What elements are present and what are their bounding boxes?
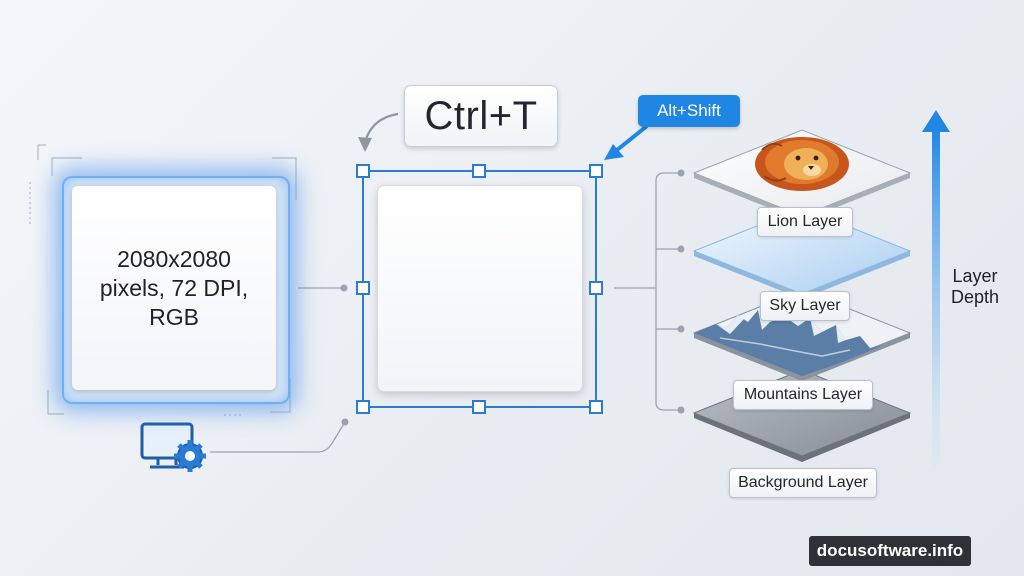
handle-top-middle[interactable]: [472, 164, 486, 178]
mountains-layer-label: Mountains Layer: [733, 380, 873, 410]
canvas-frame-decor: [29, 144, 297, 416]
handle-bottom-left[interactable]: [356, 400, 370, 414]
lion-icon: [755, 137, 849, 191]
connector-dots: [340, 169, 685, 426]
handle-middle-left[interactable]: [356, 281, 370, 295]
handle-bottom-right[interactable]: [589, 400, 603, 414]
curved-arrow-icon: [358, 112, 399, 152]
monitor-settings-icon: [140, 422, 206, 472]
arrow-up-icon: [922, 110, 950, 468]
handle-middle-right[interactable]: [589, 281, 603, 295]
canvas-size-card: 2080x2080 pixels, 72 DPI, RGB: [72, 186, 276, 390]
handle-bottom-middle[interactable]: [472, 400, 486, 414]
handle-top-left[interactable]: [356, 164, 370, 178]
background-layer-label: Background Layer: [729, 468, 877, 498]
connectors: [210, 172, 681, 453]
ctrl-t-shortcut: Ctrl+T: [404, 85, 558, 147]
diagonal-arrow-icon: [604, 124, 649, 160]
handle-top-right[interactable]: [589, 164, 603, 178]
canvas-spec-text: 2080x2080 pixels, 72 DPI, RGB: [99, 245, 249, 330]
watermark: docusoftware.info: [809, 536, 971, 566]
layer-depth-label: Layer Depth: [950, 266, 1000, 307]
sky-layer-label: Sky Layer: [760, 291, 850, 321]
alt-shift-badge: Alt+Shift: [638, 95, 740, 127]
mountains-layer-plane: [692, 289, 912, 381]
transform-card: [377, 185, 583, 392]
lion-layer-label: Lion Layer: [757, 207, 853, 237]
